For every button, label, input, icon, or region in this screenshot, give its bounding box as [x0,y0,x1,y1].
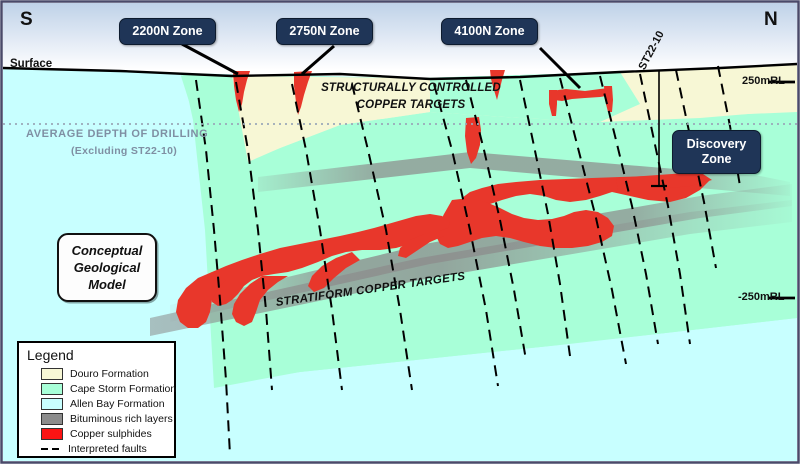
legend-item-bituminous-rich-layers[interactable]: Bituminous rich layers [19,411,174,426]
legend-swatch-bituminous-rich-layers [41,412,63,425]
legend-item-copper-sulphides[interactable]: Copper sulphides [19,426,174,441]
copper-body-2750n [294,71,312,115]
copper-body-finger-c [398,230,444,258]
fault-7 [519,79,571,357]
fault-5 [433,83,499,387]
legend-label-douro-formation: Douro Formation [70,367,149,380]
copper-body-west-terminus [176,272,226,328]
legend-swatch-copper-sulphides [41,427,63,440]
fault-11 [675,69,717,269]
copper-body-4100n-horizontal [551,88,612,101]
copper-body-2200n [233,71,250,112]
interpreted-faults-group [195,65,741,456]
legend-swatch-cape-storm-formation [41,382,63,395]
legend-panel[interactable]: Legend Douro Formation Cape Storm Format… [17,341,176,458]
leader-line-4100n [538,46,582,90]
callout-discovery-zone[interactable]: Discovery Zone [672,130,761,174]
fault-12 [717,65,741,187]
douro-right-wedge [620,64,797,116]
legend-dash-interpreted-faults [41,444,61,454]
legend-label-copper-sulphides: Copper sulphides [70,427,152,440]
bituminous-layer-lower [150,200,792,336]
fault-2 [235,81,273,391]
copper-body-finger-a [232,276,288,326]
conceptual-model-line1: Conceptual [71,243,143,258]
callout-discovery-zone-line2: Zone [701,152,732,166]
callout-4100n-zone[interactable]: 4100N Zone [441,18,538,45]
copper-body-4100n-riser [604,86,613,112]
cape-storm-upper-right [430,72,640,122]
legend-swatch-douro-formation [41,367,63,380]
bituminous-layer-upper [258,152,790,196]
legend-title: Legend [27,347,74,363]
legend-label-bituminous-rich-layers: Bituminous rich layers [70,412,173,425]
copper-body-western-tongue [178,214,450,324]
legend-item-cape-storm-formation[interactable]: Cape Storm Formation [19,381,177,396]
legend-label-interpreted-faults: Interpreted faults [68,442,147,455]
copper-body-central-stratiform [436,198,614,248]
callout-2750n-zone[interactable]: 2750N Zone [276,18,373,45]
copper-body-mid-vertical [465,117,481,164]
fault-9 [599,75,659,345]
conceptual-model-line3: Model [88,277,126,292]
fault-3 [291,83,343,391]
legend-item-douro-formation[interactable]: Douro Formation [19,366,174,381]
allen-bay-lower-wedge [246,320,797,461]
copper-body-discovery-upper [616,172,712,190]
legend-item-allen-bay-formation[interactable]: Allen Bay Formation [19,396,174,411]
surface-topography-line [3,62,797,81]
fault-8 [559,77,627,365]
legend-label-allen-bay-formation: Allen Bay Formation [70,397,165,410]
legend-swatch-allen-bay-formation [41,397,63,410]
copper-body-finger-b [308,252,360,292]
fault-1 [195,79,231,456]
legend-label-cape-storm-formation: Cape Storm Formation [70,382,177,395]
fault-6 [465,79,527,361]
conceptual-model-line2: Geological [73,260,141,275]
leader-line-2750n [301,44,335,76]
fault-10 [639,73,691,345]
douro-central-block [232,76,430,162]
legend-item-interpreted-faults[interactable]: Interpreted faults [19,441,174,456]
callout-discovery-zone-line1: Discovery [686,137,747,151]
conceptual-model-box[interactable]: Conceptual Geological Model [57,233,157,302]
leader-line-2200n [181,42,239,76]
callout-2200n-zone[interactable]: 2200N Zone [119,18,216,45]
fault-4 [351,83,413,391]
copper-body-4100n-descender [549,90,557,116]
